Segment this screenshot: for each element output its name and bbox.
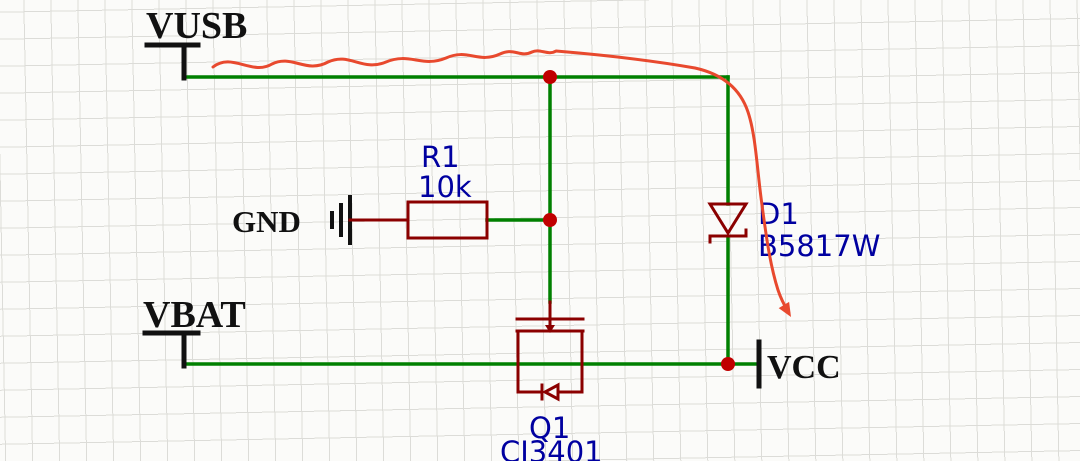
annotation-arrow <box>211 49 791 317</box>
junction-dots <box>543 70 735 371</box>
diode-value-label: B5817W <box>758 229 880 263</box>
resistor-value-label: 10k <box>418 170 472 204</box>
resistor-ref-label: R1 <box>421 140 460 174</box>
diode-d1 <box>707 202 749 244</box>
mosfet-value-label: CJ3401 <box>500 435 603 461</box>
diode-cathode-bar <box>708 228 748 244</box>
components <box>348 200 749 402</box>
junction-dot <box>543 213 557 227</box>
body-diode-loop-left <box>516 362 544 394</box>
net-label-texts: VUSB VBAT GND VCC <box>143 5 841 386</box>
mosfet-ref-label: Q1 <box>529 411 570 445</box>
diode-anode-triangle <box>707 202 749 236</box>
component-label-texts: R1 10k D1 B5817W Q1 CJ3401 <box>418 140 880 461</box>
mosfet-arrowhead <box>545 325 555 333</box>
body-diode-triangle <box>541 382 560 402</box>
resistor-body <box>406 200 489 240</box>
junction-dot <box>721 357 735 371</box>
junction-dot <box>543 70 557 84</box>
red-annotation-path <box>211 49 791 315</box>
net-ports <box>142 42 762 389</box>
net-label-vbat: VBAT <box>143 294 246 336</box>
ground-symbol <box>330 195 352 245</box>
net-label-vusb: VUSB <box>146 5 247 47</box>
mosfet-q1 <box>515 300 585 402</box>
wires <box>183 75 760 366</box>
net-label-vcc: VCC <box>767 349 841 386</box>
net-label-gnd: GND <box>232 204 301 239</box>
red-annotation-arrowhead <box>778 301 791 317</box>
body-diode-loop-right <box>556 362 584 394</box>
resistor-r1 <box>348 200 489 240</box>
